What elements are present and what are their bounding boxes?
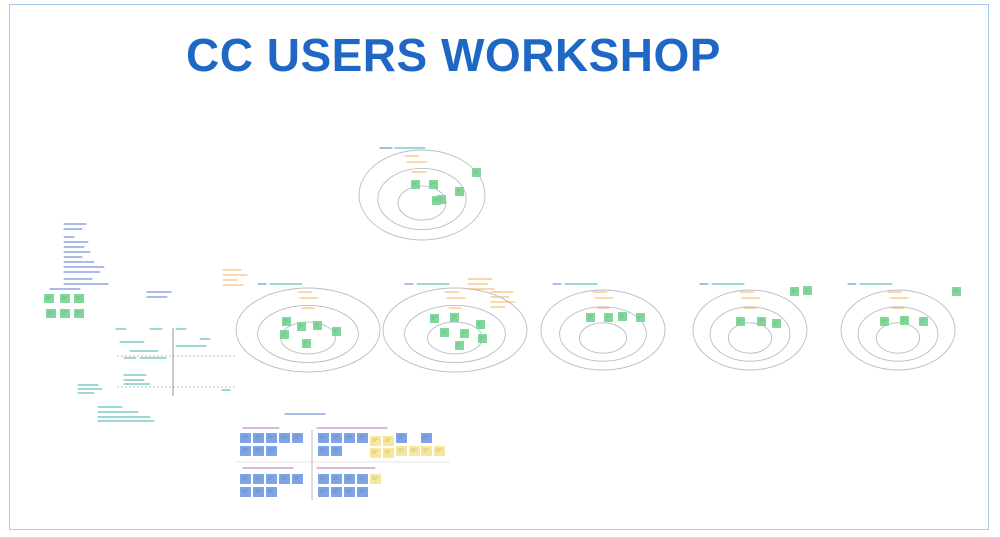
sticky-note-d4-2 — [772, 319, 781, 328]
sticky-note-top-4 — [472, 168, 481, 177]
target-diagram-1-ring-1 — [235, 287, 381, 373]
whiteboard-frame — [9, 4, 989, 530]
target-diagram-5-ring-1 — [840, 289, 956, 371]
sticky-note-d1-3 — [302, 339, 311, 348]
sticky-note-d4-0 — [736, 317, 745, 326]
sticky-note-d5-3 — [952, 287, 961, 296]
sticky-note-d3-3 — [636, 313, 645, 322]
sticky-note-d2-2 — [460, 329, 469, 338]
sticky-note-d4-4 — [803, 286, 812, 295]
sticky-note-d2-3 — [455, 341, 464, 350]
sticky-note-left-4 — [60, 309, 70, 318]
sticky-note-d4-3 — [790, 287, 799, 296]
sticky-note-d2-1 — [450, 313, 459, 322]
target-diagram-top-ring-1 — [358, 149, 486, 241]
sticky-note-d3-1 — [604, 313, 613, 322]
sticky-note-d3-2 — [618, 312, 627, 321]
board-title: CC USERS WORKSHOP — [186, 29, 721, 81]
target-diagram-3-ring-3 — [578, 322, 628, 354]
sticky-note-d5-0 — [880, 317, 889, 326]
target-diagram-top-ring-2 — [377, 167, 467, 231]
sticky-note-d1-0 — [282, 317, 291, 326]
sticky-note-d1-5 — [280, 330, 289, 339]
target-diagram-5-ring-3 — [875, 322, 921, 354]
sticky-note-top-1 — [429, 180, 438, 189]
target-diagram-3-ring-1 — [540, 289, 666, 371]
target-diagram-4-ring-3 — [727, 322, 773, 354]
sticky-note-left-3 — [46, 309, 56, 318]
sticky-note-left-5 — [74, 309, 84, 318]
sticky-note-d5-2 — [919, 317, 928, 326]
sticky-note-d1-4 — [332, 327, 341, 336]
sticky-note-d1-1 — [297, 322, 306, 331]
sticky-note-d1-2 — [313, 321, 322, 330]
target-diagram-4-ring-2 — [709, 306, 791, 362]
sticky-note-d2-4 — [476, 320, 485, 329]
sticky-note-d5-1 — [900, 316, 909, 325]
target-diagram-1-ring-2 — [257, 304, 359, 364]
sticky-note-left-2 — [74, 294, 84, 303]
target-diagram-2-ring-1 — [382, 287, 528, 373]
sticky-note-d2-0 — [430, 314, 439, 323]
sticky-note-left-0 — [44, 294, 54, 303]
sticky-note-top-5 — [437, 195, 446, 204]
sticky-note-left-1 — [60, 294, 70, 303]
sticky-note-top-3 — [455, 187, 464, 196]
target-diagram-5-ring-2 — [857, 306, 939, 362]
target-diagram-4-ring-1 — [692, 289, 808, 371]
sticky-note-d2-5 — [478, 334, 487, 343]
sticky-note-top-0 — [411, 180, 420, 189]
sticky-note-d2-6 — [440, 328, 449, 337]
sticky-note-d4-1 — [757, 317, 766, 326]
sticky-note-d3-0 — [586, 313, 595, 322]
target-diagram-3-ring-2 — [559, 306, 647, 362]
target-diagram-2-ring-2 — [404, 304, 506, 364]
